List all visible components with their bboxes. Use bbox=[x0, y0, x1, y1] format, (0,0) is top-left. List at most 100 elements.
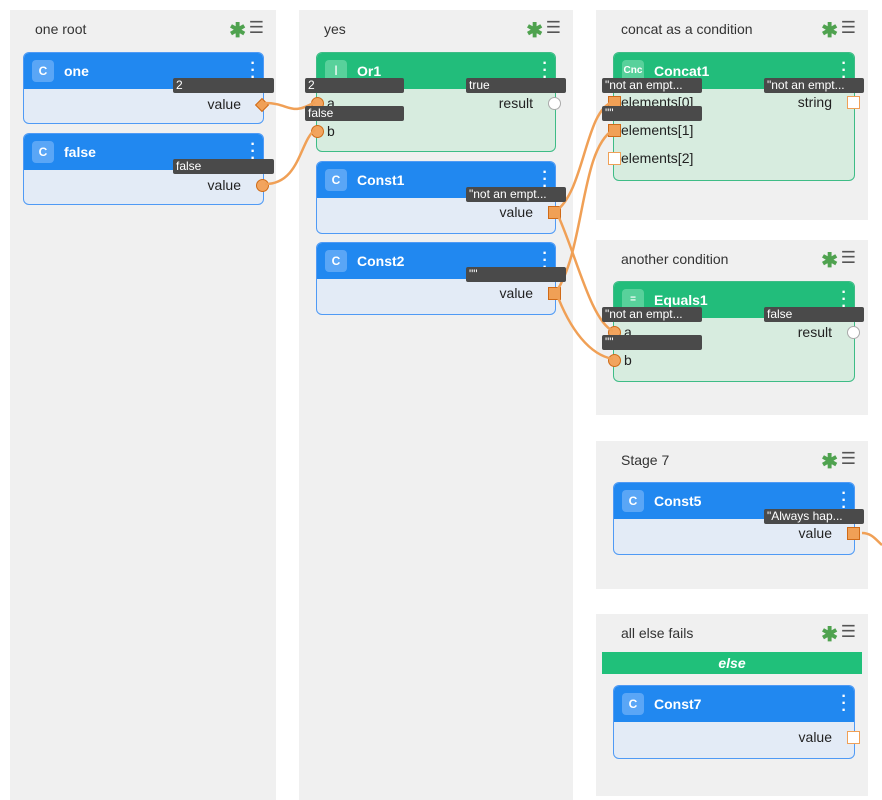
value-tag-equals-b: "" bbox=[602, 335, 702, 350]
stage-title: Stage 7 bbox=[621, 452, 670, 468]
port-label-value: value bbox=[207, 96, 241, 112]
node-title: Equals1 bbox=[654, 292, 708, 308]
value-tag-concat-e0: "not an empt... bbox=[602, 78, 702, 93]
value-tag-equals-a: "not an empt... bbox=[602, 307, 702, 322]
star-icon[interactable]: ✱ bbox=[229, 20, 246, 42]
more-options-icon[interactable]: ··· bbox=[841, 284, 847, 315]
value-tag-const2: "" bbox=[466, 267, 566, 282]
port-label-elements-2: elements[2] bbox=[621, 150, 694, 166]
stage-header: yes ✱ ☰ bbox=[299, 10, 573, 44]
node-const7[interactable]: C Const7 ··· value bbox=[613, 685, 860, 759]
else-bar[interactable]: else bbox=[602, 652, 862, 674]
output-pin-value[interactable] bbox=[256, 179, 269, 192]
const-icon: C bbox=[32, 141, 54, 163]
star-icon[interactable]: ✱ bbox=[526, 20, 543, 42]
input-pin-elements-2[interactable] bbox=[608, 152, 621, 165]
value-tag-one: 2 bbox=[173, 78, 274, 93]
more-options-icon[interactable]: ··· bbox=[542, 164, 548, 195]
node-title: false bbox=[64, 144, 96, 160]
port-label-result: result bbox=[498, 95, 533, 111]
output-pin-value[interactable] bbox=[548, 206, 561, 219]
value-tag-or1-b: false bbox=[305, 106, 404, 121]
port-label-value: value bbox=[798, 525, 832, 541]
menu-icon[interactable]: ☰ bbox=[840, 622, 856, 641]
stage-title: concat as a condition bbox=[621, 21, 753, 37]
port-label-value: value bbox=[207, 177, 241, 193]
value-tag-concat-e1: "" bbox=[602, 106, 702, 121]
node-title: Const2 bbox=[357, 253, 405, 269]
const-icon: C bbox=[622, 490, 644, 512]
const-icon: C bbox=[32, 60, 54, 82]
port-label-string: string bbox=[797, 94, 832, 110]
port-label-elements-1: elements[1] bbox=[621, 122, 694, 138]
more-options-icon[interactable]: ··· bbox=[841, 55, 847, 86]
more-options-icon[interactable]: ··· bbox=[250, 55, 256, 86]
more-options-icon[interactable]: ··· bbox=[841, 485, 847, 516]
output-pin-result[interactable] bbox=[548, 97, 561, 110]
node-or1[interactable]: | Or1 ··· a b result bbox=[311, 52, 561, 152]
value-tag-const5: "Always hap... bbox=[764, 509, 864, 524]
value-tag-equals-result: false bbox=[764, 307, 864, 322]
const-icon: C bbox=[325, 169, 347, 191]
node-const5[interactable]: C Const5 ··· value bbox=[613, 482, 860, 555]
const-icon: C bbox=[622, 693, 644, 715]
port-label-b: b bbox=[327, 123, 335, 139]
stage-title: another condition bbox=[621, 251, 729, 267]
menu-icon[interactable]: ☰ bbox=[840, 18, 856, 37]
output-pin-value[interactable] bbox=[847, 527, 860, 540]
value-tag-const1: "not an empt... bbox=[466, 187, 566, 202]
node-equals1[interactable]: = Equals1 ··· a b result bbox=[608, 281, 860, 382]
or-icon: | bbox=[325, 60, 347, 82]
stage-header: all else fails ✱ ☰ bbox=[596, 614, 868, 648]
node-header[interactable]: C Const7 ··· bbox=[614, 686, 854, 722]
menu-icon[interactable]: ☰ bbox=[248, 18, 264, 37]
stage-title: one root bbox=[35, 21, 87, 37]
stage-yes: yes ✱ ☰ | Or1 ··· a b result C Const1 ··… bbox=[299, 10, 573, 800]
port-label-b: b bbox=[624, 352, 632, 368]
node-title: Const5 bbox=[654, 493, 702, 509]
star-icon[interactable]: ✱ bbox=[821, 451, 838, 473]
stage-title: yes bbox=[324, 21, 346, 37]
stage-title: all else fails bbox=[621, 625, 694, 641]
port-label-result: result bbox=[797, 324, 832, 340]
equals-icon: = bbox=[622, 289, 644, 311]
star-icon[interactable]: ✱ bbox=[821, 20, 838, 42]
menu-icon[interactable]: ☰ bbox=[545, 18, 561, 37]
node-header[interactable]: C Const1 ··· bbox=[317, 162, 555, 198]
output-pin-value[interactable] bbox=[847, 731, 860, 744]
node-title: one bbox=[64, 63, 89, 79]
port-label-a: a bbox=[624, 324, 632, 340]
port-label-value: value bbox=[499, 285, 533, 301]
star-icon[interactable]: ✱ bbox=[821, 624, 838, 646]
menu-icon[interactable]: ☰ bbox=[840, 248, 856, 267]
value-tag-false: false bbox=[173, 159, 274, 174]
output-pin-value[interactable] bbox=[254, 97, 270, 113]
output-pin-string[interactable] bbox=[847, 96, 860, 109]
node-title: Const7 bbox=[654, 696, 702, 712]
stage-another-condition: another condition ✱ ☰ = Equals1 ··· a b … bbox=[596, 240, 868, 415]
node-title: Concat1 bbox=[654, 63, 710, 79]
stage-header: one root ✱ ☰ bbox=[10, 10, 276, 44]
star-icon[interactable]: ✱ bbox=[821, 250, 838, 272]
port-label-value: value bbox=[798, 729, 832, 745]
input-pin-b[interactable] bbox=[311, 125, 324, 138]
const-icon: C bbox=[325, 250, 347, 272]
more-options-icon[interactable]: ··· bbox=[542, 55, 548, 86]
stage-header: concat as a condition ✱ ☰ bbox=[596, 10, 868, 44]
output-pin-result[interactable] bbox=[847, 326, 860, 339]
more-options-icon[interactable]: ··· bbox=[250, 136, 256, 167]
node-header[interactable]: C one ··· bbox=[24, 53, 263, 89]
stage-header: another condition ✱ ☰ bbox=[596, 240, 868, 274]
menu-icon[interactable]: ☰ bbox=[840, 449, 856, 468]
output-pin-value[interactable] bbox=[548, 287, 561, 300]
node-header[interactable]: C Const5 ··· bbox=[614, 483, 854, 519]
input-pin-elements-1[interactable] bbox=[608, 124, 621, 137]
value-tag-concat-out: "not an empt... bbox=[764, 78, 864, 93]
more-options-icon[interactable]: ··· bbox=[841, 688, 847, 719]
node-title: Const1 bbox=[357, 172, 405, 188]
port-label-value: value bbox=[499, 204, 533, 220]
input-pin-b[interactable] bbox=[608, 354, 621, 367]
stage-all-else-fails: all else fails ✱ ☰ else C Const7 ··· val… bbox=[596, 614, 868, 796]
concat-icon: Cnc bbox=[622, 60, 644, 82]
port-label-a: a bbox=[327, 95, 335, 111]
